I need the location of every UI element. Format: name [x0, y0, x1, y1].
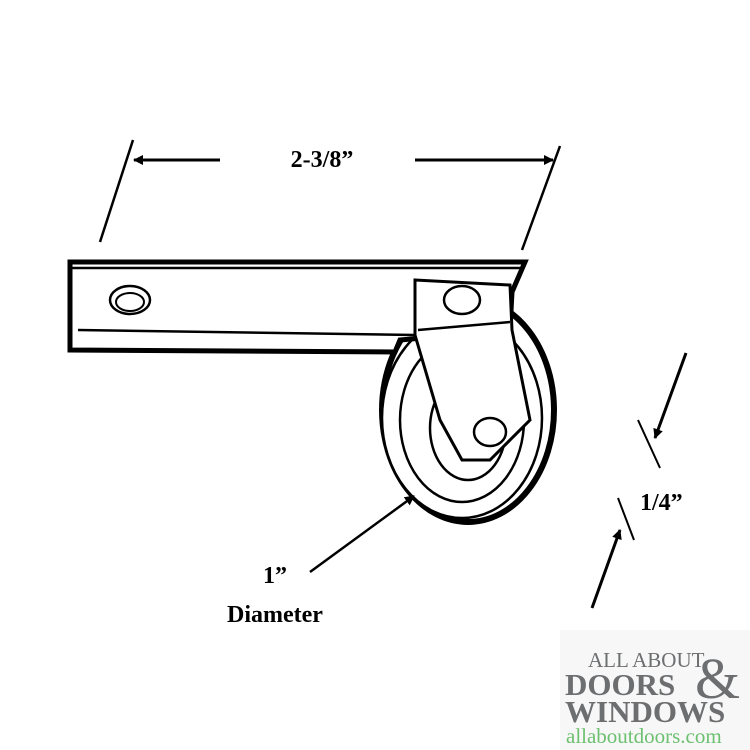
logo-url: allaboutdoors.com	[566, 724, 722, 748]
length-label: 2-3/8”	[291, 147, 354, 173]
diameter-dimension: 1” Diameter	[227, 494, 415, 628]
arm-hole	[442, 284, 482, 316]
logo-ampersand: &	[695, 646, 740, 711]
extension-line-left	[98, 139, 135, 243]
axle	[472, 416, 508, 448]
extension-line-right	[520, 145, 562, 251]
diameter-value: 1”	[263, 563, 287, 589]
diameter-label: Diameter	[227, 602, 323, 628]
logo-line3: WINDOWS	[565, 694, 725, 729]
watermark-logo: ALL ABOUT DOORS & WINDOWS allaboutdoors.…	[560, 630, 750, 750]
logo-line1: ALL ABOUT	[588, 648, 705, 672]
width-label: 1/4”	[640, 490, 683, 516]
bracket	[67, 259, 532, 462]
width-dimension: 1/4”	[590, 352, 688, 609]
length-dimension: 2-3/8”	[98, 139, 562, 251]
logo-line2: DOORS	[565, 667, 675, 702]
